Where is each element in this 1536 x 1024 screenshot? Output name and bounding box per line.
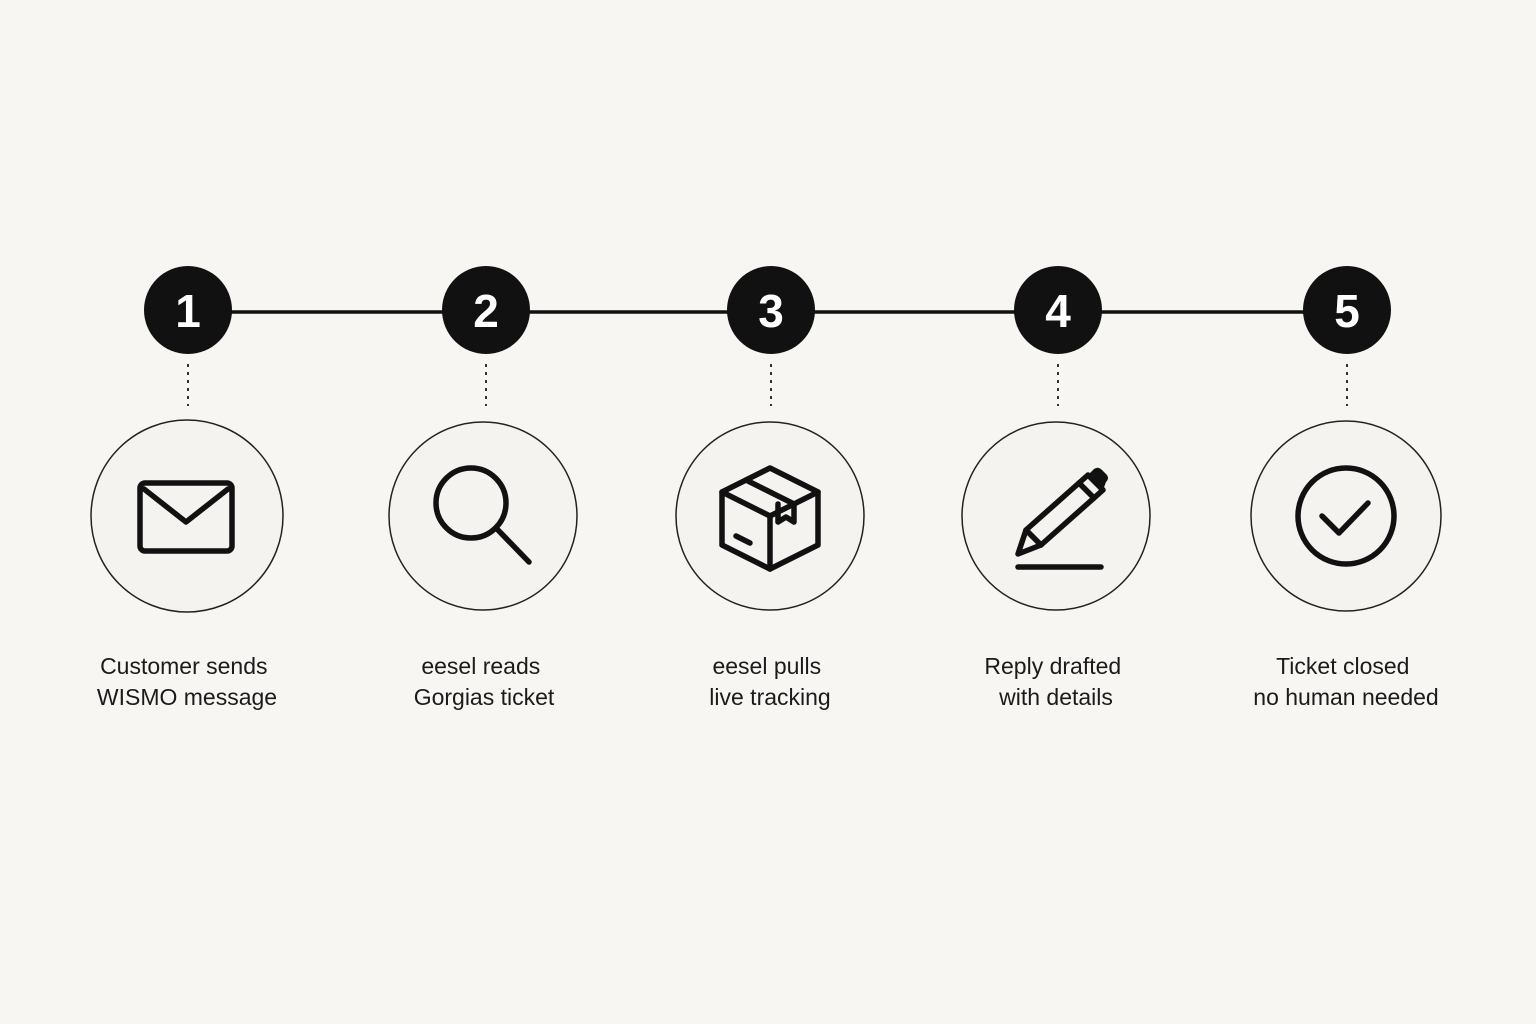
step-1-label: Customer sends WISMO message — [97, 653, 277, 710]
step-3-number-badge — [727, 266, 815, 354]
step-5-icon-circle — [1250, 420, 1442, 612]
step-3-label-line1: eesel pulls — [712, 653, 821, 679]
step-2: 2 eesel reads Gorgias ticket — [388, 266, 578, 710]
step-5: 5 Ticket closed no human needed — [1250, 266, 1442, 710]
step-4-number-badge — [1014, 266, 1102, 354]
step-2-label: eesel reads Gorgias ticket — [414, 653, 555, 710]
step-1-label-line2: WISMO message — [97, 684, 277, 710]
step-5-label-line2: no human needed — [1253, 684, 1438, 710]
step-1-icon-circle — [90, 419, 284, 613]
step-2-label-line2: Gorgias ticket — [414, 684, 555, 710]
step-5-number: 5 — [1334, 285, 1360, 337]
step-2-number-badge — [442, 266, 530, 354]
step-4-number: 4 — [1045, 285, 1071, 337]
step-2-number: 2 — [473, 285, 499, 337]
step-3-label-line2: live tracking — [709, 684, 830, 710]
step-5-label: Ticket closed no human needed — [1253, 653, 1438, 710]
package-box-icon — [719, 465, 821, 572]
envelope-icon — [137, 480, 235, 554]
step-3: 3 eesel pulls live tracking — [675, 266, 865, 710]
step-5-label-line1: Ticket closed — [1276, 653, 1409, 679]
step-4-icon-circle — [961, 421, 1151, 611]
step-2-label-line1: eesel reads — [421, 653, 540, 679]
pencil-icon — [1015, 467, 1108, 570]
magnifier-icon — [433, 465, 532, 565]
step-1-number: 1 — [175, 285, 201, 337]
step-1-label-line1: Customer sends — [100, 653, 267, 679]
step-4: 4 Reply drafted with details — [961, 266, 1151, 710]
step-1: 1 Customer sends WISMO message — [90, 266, 284, 710]
step-5-number-badge — [1303, 266, 1391, 354]
step-3-label: eesel pulls live tracking — [709, 653, 830, 710]
step-4-label-line2: with details — [998, 684, 1113, 710]
check-circle-icon — [1295, 465, 1397, 567]
step-4-label: Reply drafted with details — [984, 653, 1127, 710]
step-2-icon-circle — [388, 421, 578, 611]
step-3-number: 3 — [758, 285, 784, 337]
step-1-number-badge — [144, 266, 232, 354]
step-4-label-line1: Reply drafted — [984, 653, 1121, 679]
